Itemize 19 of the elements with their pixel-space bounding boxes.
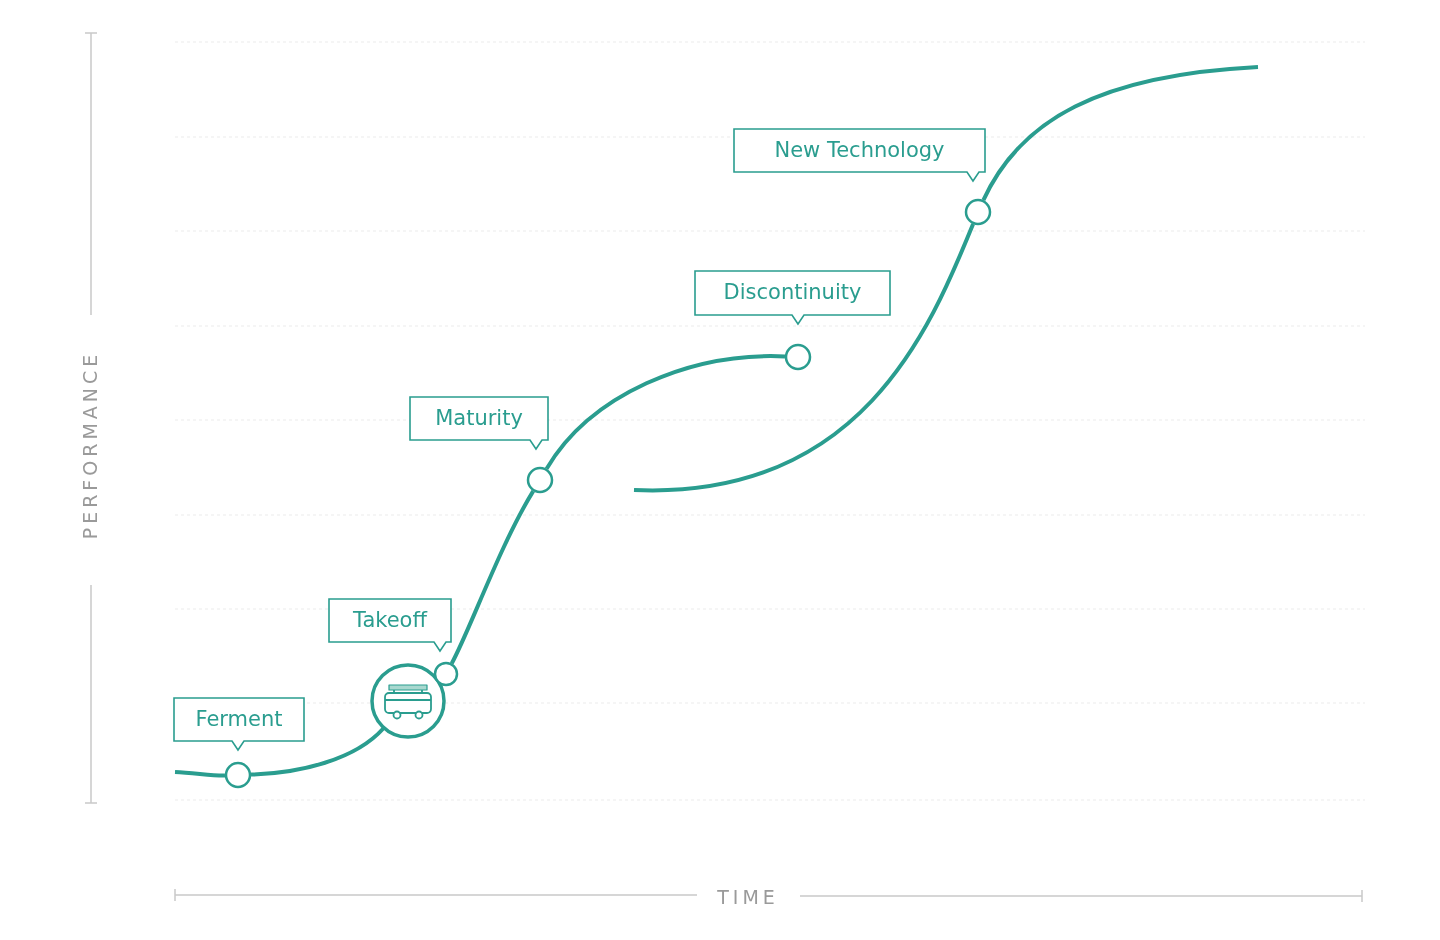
s-curve-line [250,727,385,777]
callout: Discontinuity [694,270,891,325]
milestone-dot [784,343,812,371]
milestone-dot [526,466,554,494]
milestone-dot [224,761,252,789]
bus-icon [370,663,446,739]
callout: Takeoff [328,598,452,652]
s-curve-line [633,223,975,492]
milestone-dot [964,198,992,226]
s-curve-line [981,65,1259,202]
s-curve-line [449,490,535,665]
axis-title: PERFORMANCE [80,350,100,540]
axis-title: TIME [717,887,779,907]
callout: Maturity [409,396,549,450]
callout: Ferment [173,697,305,751]
s-curve-line [174,770,226,778]
s-curve-line [544,354,785,470]
callout: New Technology [733,128,986,182]
milestone-dot [433,661,459,687]
